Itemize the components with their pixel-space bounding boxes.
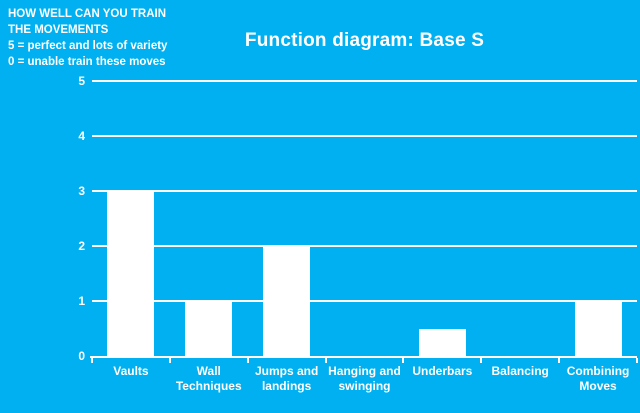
axis-tick [480, 358, 483, 363]
axis-tick [402, 358, 405, 363]
y-axis-label: 2 [78, 239, 85, 253]
x-axis-line [90, 356, 637, 358]
x-axis-label: Vaults [113, 364, 149, 378]
bar [574, 301, 622, 356]
y-axis-label: 1 [78, 294, 85, 308]
note-line: THE MOVEMENTS [8, 24, 109, 36]
note-line: 0 = unable train these moves [8, 56, 166, 68]
axis-tick [636, 358, 638, 363]
x-axis-label: Combining Moves [566, 364, 630, 393]
axis-tick [324, 358, 327, 363]
x-axis-label: Jumps and landings [254, 364, 319, 393]
gridline [92, 80, 637, 82]
bar [107, 191, 155, 356]
y-axis-label: 3 [78, 184, 85, 198]
x-axis-label: Underbars [412, 364, 473, 378]
axis-tick [246, 358, 249, 363]
note-line: HOW WELL CAN YOU TRAIN [8, 8, 167, 20]
y-axis-label: 5 [78, 74, 85, 88]
x-axis-label: Balancing [491, 364, 549, 378]
bar [263, 246, 311, 356]
gridline [92, 245, 637, 247]
y-axis-label: 0 [78, 349, 85, 363]
axis-tick [168, 358, 171, 363]
x-axis-label: Hanging and swinging [328, 364, 401, 393]
chart-title: Function diagram: Base S [244, 30, 485, 51]
x-axis-label: Wall Techniques [175, 364, 242, 393]
axis-tick [91, 358, 93, 363]
gridline [92, 135, 637, 137]
gridline [92, 300, 637, 302]
note-line: 5 = perfect and lots of variety [8, 40, 168, 52]
gridline [92, 190, 637, 192]
y-axis-label: 4 [78, 129, 85, 143]
notes: HOW WELL CAN YOU TRAIN THE MOVEMENTS 5 =… [8, 6, 167, 70]
bar [185, 301, 233, 356]
axis-tick [558, 358, 561, 363]
bar [418, 328, 466, 356]
